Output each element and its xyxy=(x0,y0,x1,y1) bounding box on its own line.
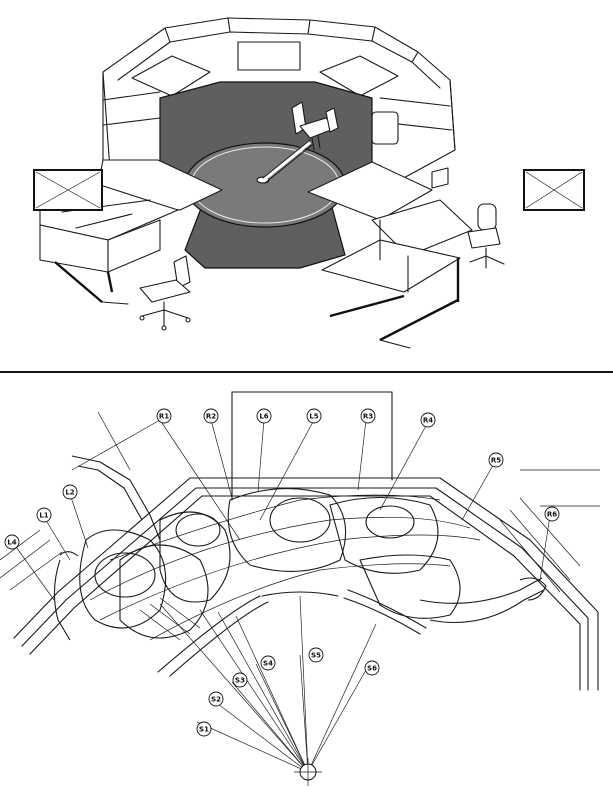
callout-label: S1 xyxy=(199,726,209,734)
callout-label: R6 xyxy=(547,511,557,519)
callout-label: S5 xyxy=(311,652,321,660)
callout-R5: R5 xyxy=(488,452,504,468)
callout-R1: R1 xyxy=(156,408,172,424)
side-monitor xyxy=(371,111,399,145)
left-side-frame xyxy=(33,169,103,211)
callout-L4: L4 xyxy=(4,534,20,550)
seat-arc-left xyxy=(157,595,261,673)
screen-back-left xyxy=(131,55,211,97)
callout-R2: R2 xyxy=(203,408,219,424)
convergence-leaders xyxy=(159,595,377,773)
left-chair xyxy=(139,255,191,331)
reach-figures xyxy=(53,455,547,641)
callout-label: R1 xyxy=(159,413,169,421)
callout-label: L1 xyxy=(39,512,48,520)
callout-label: S3 xyxy=(235,677,245,685)
right-desk xyxy=(307,161,473,349)
callout-S5: S5 xyxy=(308,647,324,663)
callout-label: S6 xyxy=(367,665,377,673)
callout-label: S4 xyxy=(263,660,273,668)
callout-R6: R6 xyxy=(544,506,560,522)
callout-S6: S6 xyxy=(364,660,380,676)
boom-chair xyxy=(291,101,339,151)
console-plan-outline xyxy=(0,469,600,691)
callout-label: L4 xyxy=(7,539,16,547)
callout-S1: S1 xyxy=(196,721,212,737)
screen-back-right xyxy=(319,55,399,97)
callout-S2: S2 xyxy=(208,691,224,707)
callout-label: R2 xyxy=(206,413,216,421)
callout-label: L5 xyxy=(309,413,318,421)
eye-point-target xyxy=(294,758,322,786)
right-chair xyxy=(467,203,505,269)
callout-label: R4 xyxy=(423,417,433,425)
callout-S4: S4 xyxy=(260,655,276,671)
callout-L2: L2 xyxy=(62,484,78,500)
callout-L1: L1 xyxy=(36,507,52,523)
callout-L5: L5 xyxy=(306,408,322,424)
callout-label: L2 xyxy=(65,489,74,497)
callout-label: L6 xyxy=(259,413,268,421)
callout-S3: S3 xyxy=(232,672,248,688)
callout-label: R3 xyxy=(363,413,373,421)
plan-reach-study: R1 R2 L6 L5 R3 R4 R5 R6 xyxy=(0,391,600,786)
callout-label: S2 xyxy=(211,696,221,704)
isometric-workstation xyxy=(33,17,585,349)
callout-L6: L6 xyxy=(256,408,272,424)
callout-leaders xyxy=(13,411,551,601)
callout-R3: R3 xyxy=(360,408,376,424)
screen-back-center xyxy=(237,41,301,71)
callout-R4: R4 xyxy=(420,412,436,428)
right-side-frame xyxy=(523,169,585,211)
callout-label: R5 xyxy=(491,457,501,465)
